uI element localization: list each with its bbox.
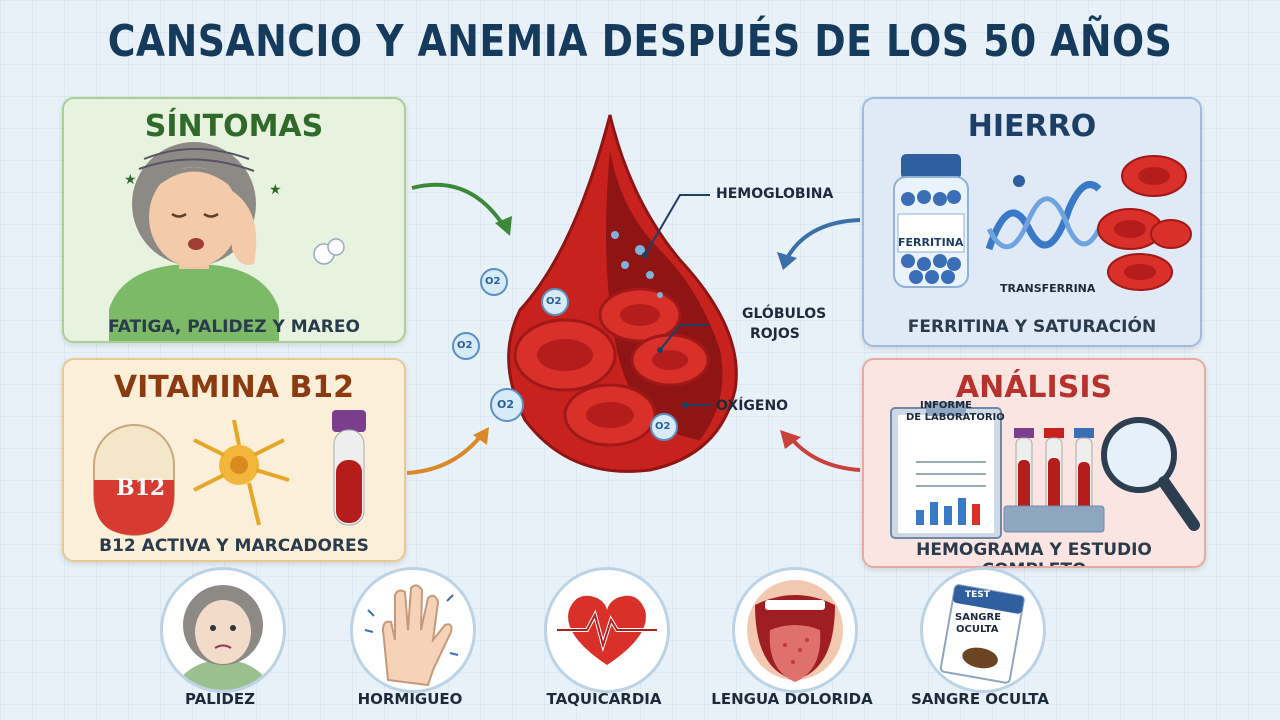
blood-drop-illustration	[507, 114, 738, 473]
iron-caption: FERRITINA Y SATURACIÓN	[907, 317, 1157, 337]
analysis-caption: HEMOGRAMA Y ESTUDIO COMPLETO	[916, 540, 1152, 566]
oxygen-label-1: O2	[485, 276, 501, 287]
arrow-analysis-icon	[780, 430, 861, 472]
pale-face-icon	[173, 585, 273, 690]
heart-pulse-icon	[557, 595, 657, 665]
tingling-hand-icon	[364, 584, 459, 687]
blood-tube-icon	[332, 410, 366, 526]
oxygen-bubble-icon	[541, 288, 569, 316]
oxygen-callout-label: OXÍGENO	[716, 398, 789, 414]
analysis-panel: ANÁLISIS INFORME DE LABORATORIO HEMOGRAM…	[862, 358, 1206, 568]
ferritin-jar-icon	[893, 154, 969, 288]
sore-tongue-circle	[732, 567, 858, 693]
hemoglobin-label: HEMOGLOBINA	[716, 186, 834, 202]
vitamin-b12-panel: VITAMINA B12 B12 B12 ACTIVA Y MARCADORES	[62, 358, 406, 562]
report-title-1: INFORME	[920, 400, 972, 411]
oxygen-bubble-icon	[452, 332, 480, 360]
test-card-label: TEST	[965, 590, 990, 600]
sore-tongue-icon	[747, 580, 843, 682]
red-cells-label-2: ROJOS	[750, 326, 800, 342]
pallor-circle	[160, 567, 286, 693]
red-blood-cells-icon	[1097, 155, 1192, 291]
pallor-label: PALIDEZ	[185, 690, 255, 708]
occult-blood-test-icon	[939, 584, 1025, 684]
vitamin-b12-caption: B12 ACTIVA Y MARCADORES	[99, 536, 369, 556]
symptoms-title: SÍNTOMAS	[144, 109, 324, 144]
neuron-icon	[193, 419, 290, 526]
oxygen-label-5: O2	[655, 421, 671, 432]
analysis-title: ANÁLISIS	[955, 370, 1113, 405]
svg-text:★: ★	[124, 172, 137, 188]
svg-text:★: ★	[269, 182, 282, 198]
oxygen-label-2: O2	[546, 296, 562, 307]
vitamin-b12-title: VITAMINA B12	[113, 370, 355, 405]
lab-report-clipboard-icon	[890, 402, 1002, 539]
b12-capsule-icon	[93, 424, 175, 536]
tingling-circle	[350, 567, 476, 693]
occult-blood-label: SANGRE OCULTA	[911, 690, 1049, 708]
red-cells-label-1: GLÓBULOS	[742, 306, 827, 322]
oxygen-bubble-icon	[480, 268, 508, 296]
b12-pill-text: B12	[116, 475, 166, 501]
occult-blood-circle	[920, 567, 1046, 693]
page-title: CANSANCIO Y ANEMIA DESPUÉS DE LOS 50 AÑO…	[107, 16, 1173, 67]
arrow-b12-icon	[406, 427, 489, 475]
tachycardia-label: TAQUICARDIA	[546, 690, 662, 708]
ferritin-jar-label: FERRITINA	[898, 236, 964, 249]
oxygen-label-4: O2	[497, 398, 515, 411]
symptoms-caption: FATIGA, PALIDEZ Y MAREO	[108, 317, 360, 337]
callout-lines	[642, 194, 712, 408]
iron-title: HIERRO	[967, 109, 1097, 144]
magnifying-glass-icon	[1101, 417, 1200, 531]
iron-panel: HIERRO FERRITINA TRANSFERRINA FERRITINA …	[862, 97, 1202, 347]
test-card-line3: OCULTA	[956, 624, 999, 635]
oxygen-bubble-icon	[490, 388, 524, 422]
oxygen-label-3: O2	[457, 340, 473, 351]
tired-woman-icon: ★ ★	[109, 142, 345, 341]
test-card-line2: SANGRE	[955, 612, 1002, 623]
tachycardia-circle	[544, 567, 670, 693]
arrow-iron-icon	[777, 218, 861, 270]
sore-tongue-label: LENGUA DOLORIDA	[711, 690, 873, 708]
arrow-symptoms-icon	[411, 182, 512, 236]
transferrin-molecule-icon	[985, 175, 1102, 251]
transferrin-label: TRANSFERRINA	[1000, 282, 1096, 295]
oxygen-bubble-icon	[650, 413, 678, 441]
tingling-label: HORMIGUEO	[357, 690, 463, 708]
symptoms-panel: SÍNTOMAS ★ ★ FATIGA, PALIDEZ Y MAREO	[62, 97, 406, 343]
report-title-2: DE LABORATORIO	[906, 412, 1005, 423]
test-tubes-rack-icon	[1003, 428, 1105, 533]
